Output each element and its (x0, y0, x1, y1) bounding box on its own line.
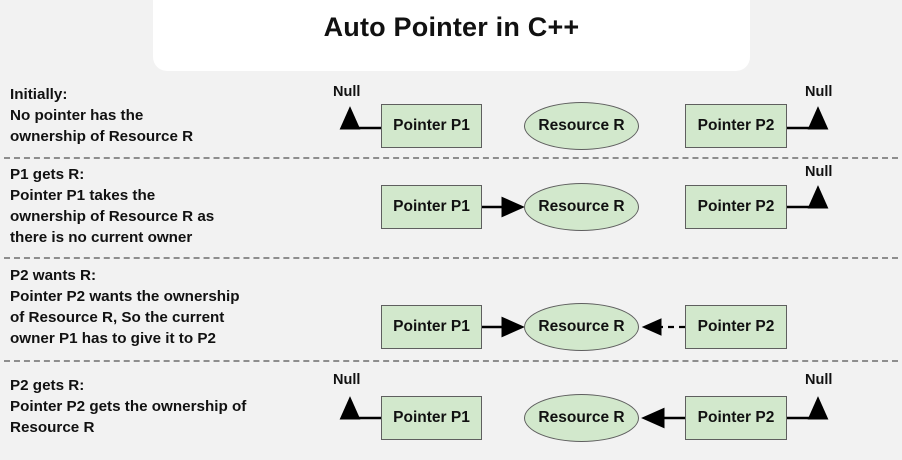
pointer-p1-node: Pointer P1 (381, 396, 482, 440)
resource-r-node: Resource R (524, 394, 639, 442)
pointer-p2-node: Pointer P2 (685, 185, 787, 229)
pointer-p2-node: Pointer P2 (685, 396, 787, 440)
row-initially: Initially: No pointer has the ownership … (0, 84, 902, 157)
row-divider-2 (4, 257, 898, 259)
desc-line: owner P1 has to give it to P2 (10, 330, 216, 347)
row-divider-1 (4, 157, 898, 159)
pointer-p2-node: Pointer P2 (685, 104, 787, 148)
desc-line: Pointer P2 gets the ownership of (10, 398, 247, 415)
desc-line: ownership of Resource R (10, 128, 194, 145)
desc-line: ownership of Resource R as (10, 208, 215, 225)
row-p2-wants-r: P2 wants R: Pointer P2 wants the ownersh… (0, 265, 902, 359)
desc-line: P2 gets R: (10, 377, 85, 394)
row-p2-wants-r-description: P2 wants R: Pointer P2 wants the ownersh… (10, 265, 330, 349)
null-label-left: Null (333, 84, 361, 100)
null-label-right: Null (805, 84, 833, 100)
row-p1-gets-r: P1 gets R: Pointer P1 takes the ownershi… (0, 164, 902, 256)
p2-null-arrow (787, 106, 829, 130)
desc-line: Pointer P2 wants the ownership (10, 288, 240, 305)
p1-null-arrow (339, 106, 381, 130)
desc-line: there is no current owner (10, 229, 193, 246)
resource-r-node: Resource R (524, 102, 639, 150)
resource-r-node: Resource R (524, 303, 639, 351)
desc-line: P2 wants R: (10, 267, 97, 284)
pointer-p1-node: Pointer P1 (381, 305, 482, 349)
row-p2-gets-r: P2 gets R: Pointer P2 gets the ownership… (0, 370, 902, 460)
desc-line: P1 gets R: (10, 166, 85, 183)
desc-line: Initially: (10, 86, 68, 103)
right-null-arrow (787, 396, 829, 420)
pointer-p2-node: Pointer P2 (685, 305, 787, 349)
pointer-p1-node: Pointer P1 (381, 104, 482, 148)
null-label-right: Null (805, 164, 833, 180)
desc-line: of Resource R, So the current (10, 309, 225, 326)
desc-line: Pointer P1 takes the (10, 187, 156, 204)
p1-null-arrow (339, 396, 381, 420)
title-card: Auto Pointer in C++ (153, 0, 750, 71)
null-label-left: Null (333, 372, 361, 388)
row-divider-3 (4, 360, 898, 362)
row-p1-gets-r-description: P1 gets R: Pointer P1 takes the ownershi… (10, 164, 320, 248)
row-initially-description: Initially: No pointer has the ownership … (10, 84, 320, 147)
resource-r-node: Resource R (524, 183, 639, 231)
desc-line: Resource R (10, 419, 95, 436)
null-label-right: Null (805, 372, 833, 388)
page-title: Auto Pointer in C++ (323, 12, 580, 42)
p2-null-arrow (787, 185, 829, 209)
pointer-p1-node: Pointer P1 (381, 185, 482, 229)
desc-line: No pointer has the (10, 107, 144, 124)
row-p2-gets-r-description: P2 gets R: Pointer P2 gets the ownership… (10, 375, 340, 438)
